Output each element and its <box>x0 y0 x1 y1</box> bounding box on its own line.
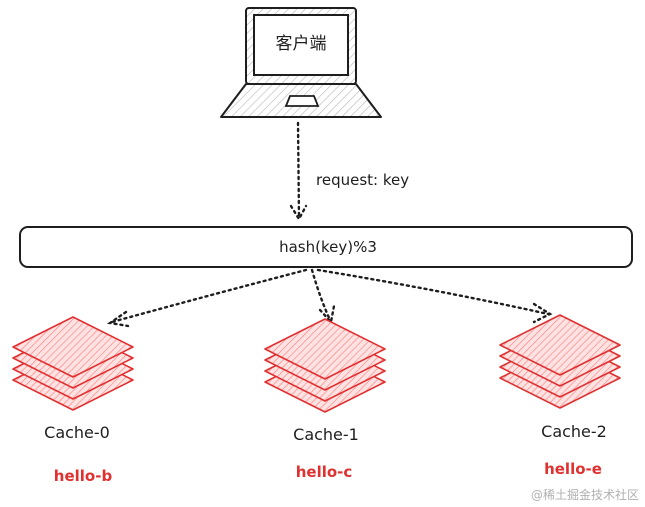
cache-0-label: Cache-0 <box>44 423 110 442</box>
cache-2-label: Cache-2 <box>541 422 607 441</box>
route-arrow-cache-2 <box>316 268 553 324</box>
watermark: @稀土掘金技术社区 <box>531 487 639 502</box>
route-arrow-cache-0 <box>106 268 308 328</box>
request-label: request: key <box>316 171 409 189</box>
cache-2-value: hello-e <box>544 460 602 478</box>
cache-1-stack-icon <box>264 318 386 413</box>
cache-0-value: hello-b <box>54 467 113 485</box>
client-label: 客户端 <box>276 34 327 54</box>
request-arrow <box>289 121 308 222</box>
client-laptop-icon <box>220 7 382 118</box>
cache-1-label: Cache-1 <box>293 425 359 444</box>
hash-box <box>19 226 633 268</box>
cache-0-stack-icon <box>12 316 134 411</box>
route-arrow-cache-1 <box>310 268 336 325</box>
cache-1-value: hello-c <box>296 463 353 481</box>
hash-box-label: hash(key)%3 <box>279 238 377 256</box>
cache-2-stack-icon <box>499 314 621 409</box>
